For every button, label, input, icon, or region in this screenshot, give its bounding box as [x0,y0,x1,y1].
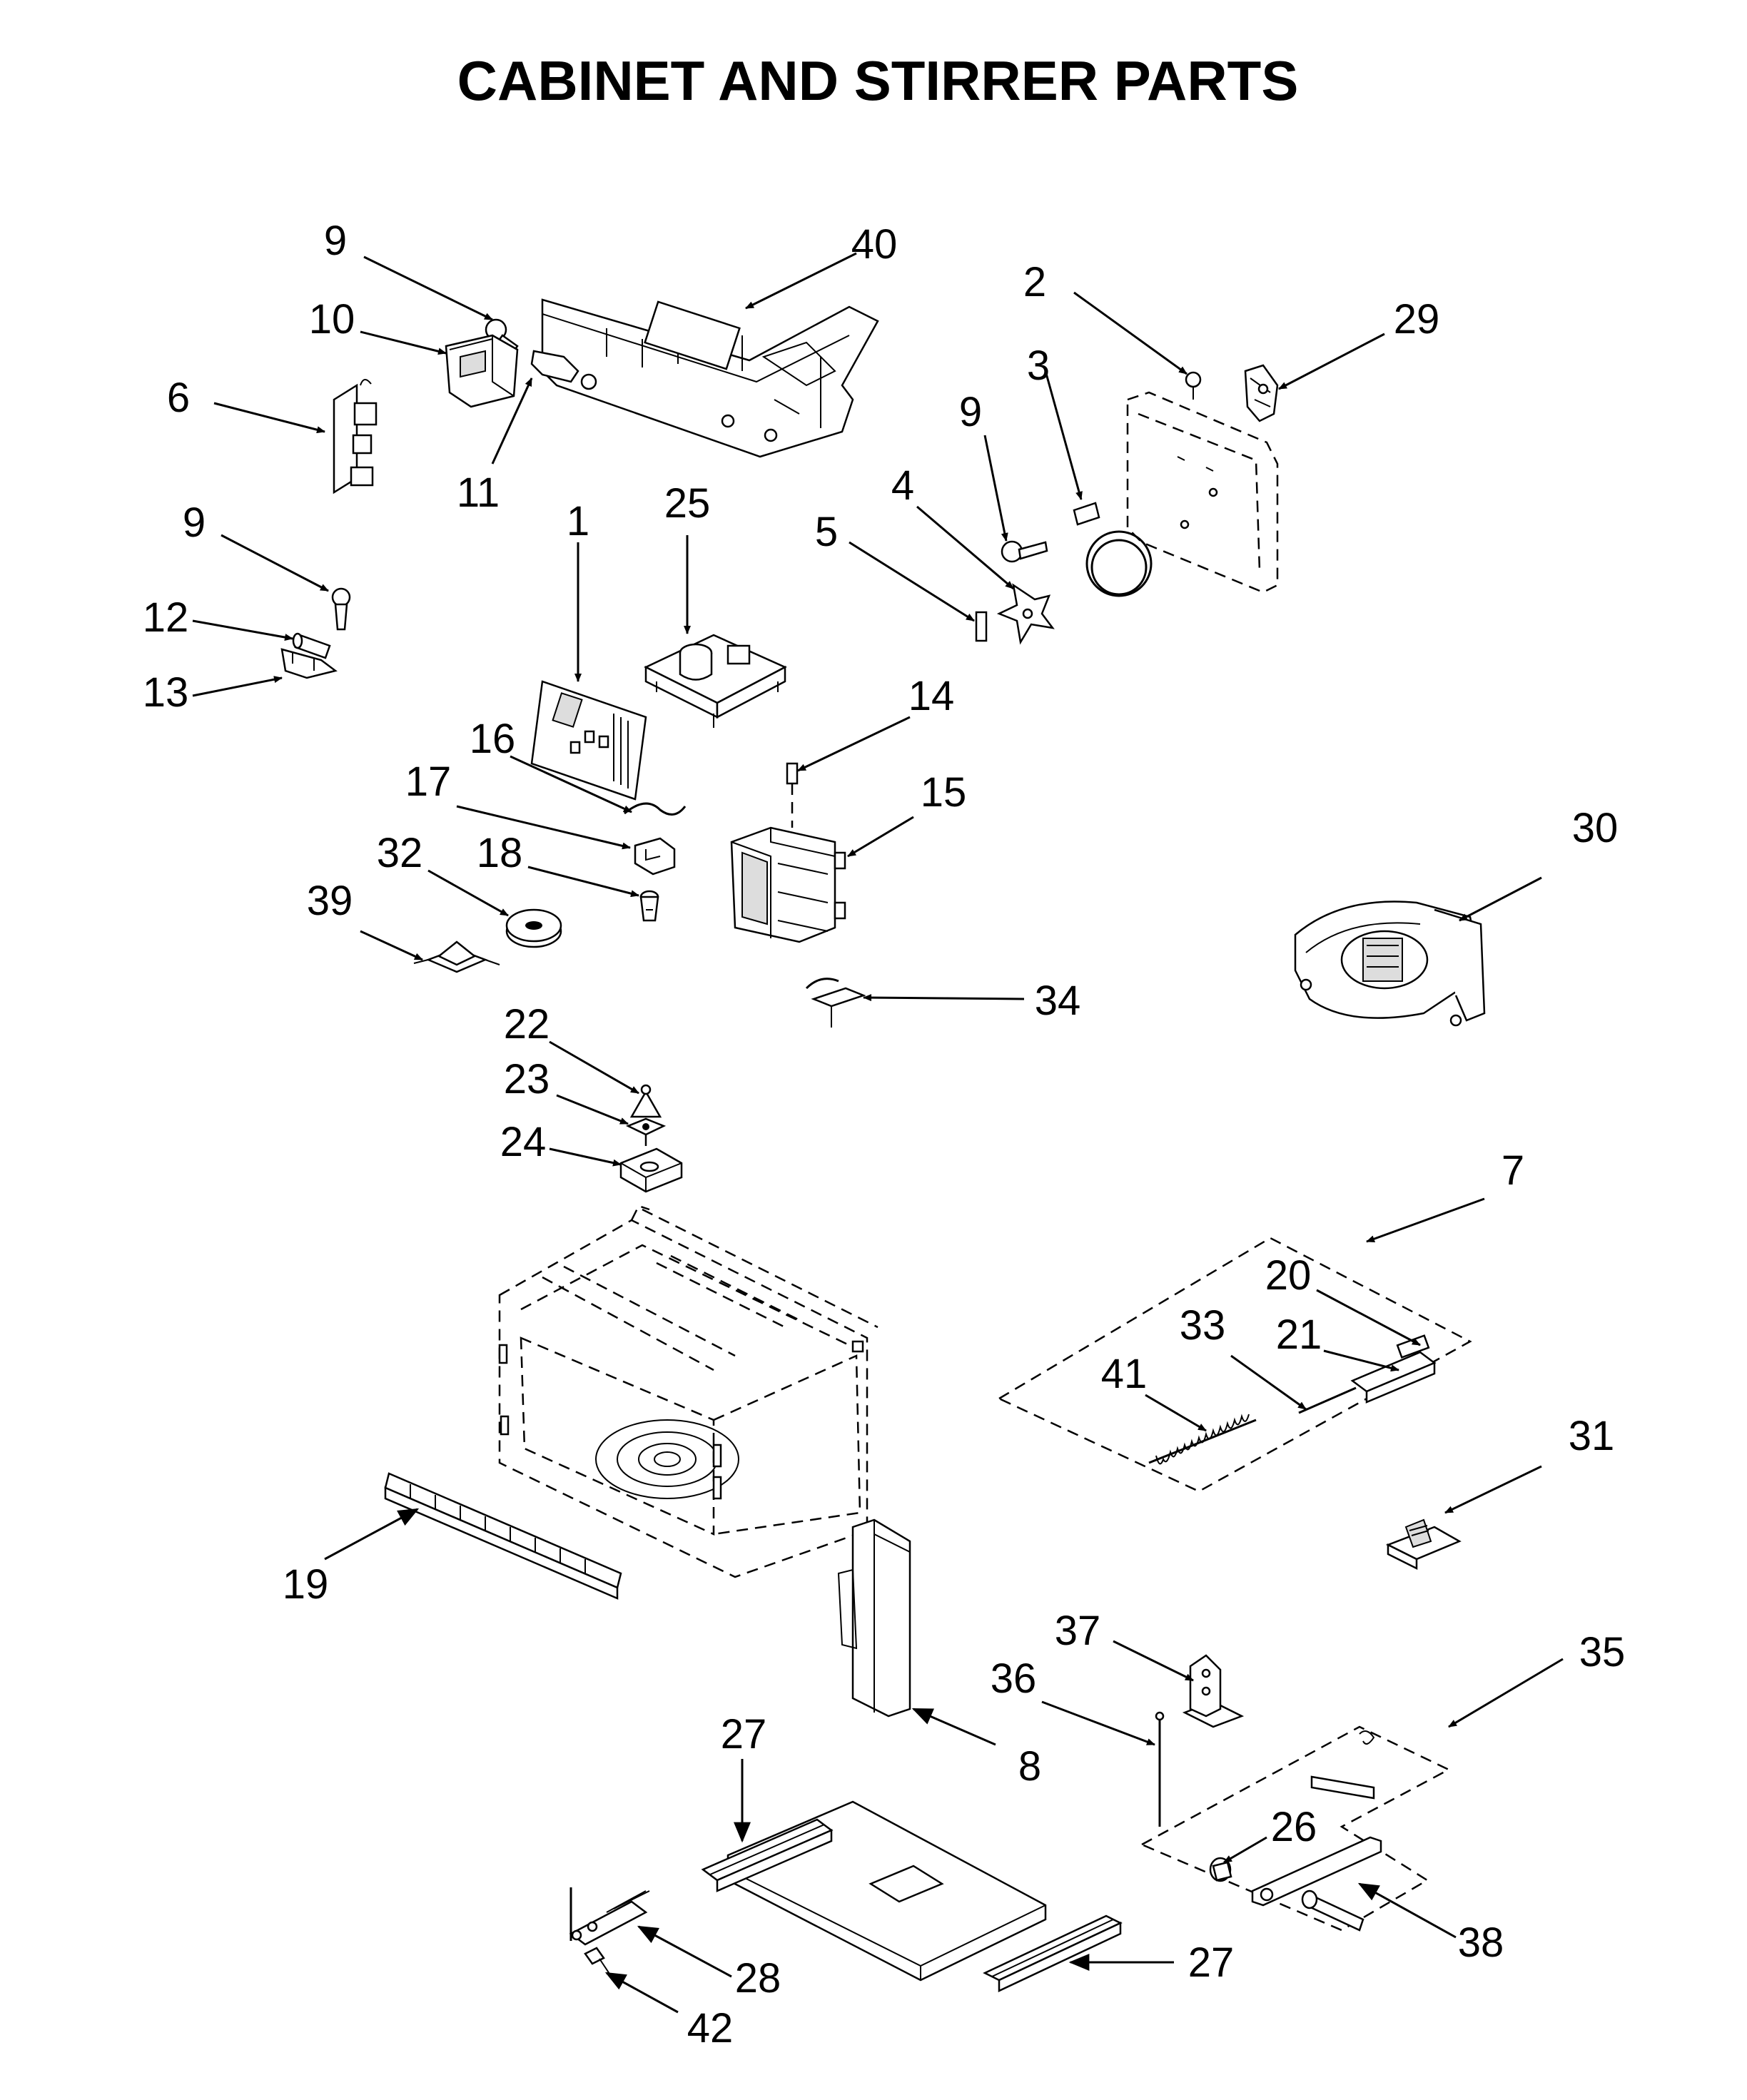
diagram-title: CABINET AND STIRRER PARTS [457,49,1299,112]
callout-15: 15 [921,769,967,816]
part-30-blower [1294,901,1486,1027]
part-13-fuse-clip [280,648,338,679]
callout-14: 14 [908,673,955,719]
callout-9: 9 [324,218,347,264]
callout-33: 33 [1180,1302,1226,1349]
callout-35: 35 [1579,1629,1626,1675]
leader-lines [192,252,1564,2014]
callout-27-top: 27 [721,1711,767,1757]
part-1-control-board [530,680,647,801]
part-3-ring [1073,502,1153,597]
part-9-screw-right [1001,540,1048,563]
part-28-bracket [569,1887,650,1946]
callout-6: 6 [167,375,190,421]
callout-12: 12 [143,594,189,641]
base-plate [726,1800,1047,1982]
callout-20: 20 [1265,1252,1312,1299]
part-36-pin [1155,1711,1165,1827]
callout-29: 29 [1394,296,1440,343]
callout-24: 24 [500,1119,547,1165]
callout-39: 39 [307,878,353,924]
part-33-rod [1298,1386,1357,1414]
part-17-sensor [634,837,676,876]
callout-31: 31 [1569,1413,1615,1459]
callout-5: 5 [815,509,838,555]
callout-21: 21 [1276,1312,1322,1358]
part-15-transformer [730,826,846,943]
callout-17: 17 [405,759,452,805]
part-23-washer [625,1117,667,1136]
callout-30: 30 [1572,805,1619,851]
part-14-wire-tip [786,762,799,828]
part-27-rail-right [983,1914,1123,1992]
callout-22: 22 [504,1001,550,1048]
callout-7: 7 [1502,1147,1524,1194]
part-2-clip [1185,371,1202,400]
callout-26: 26 [1271,1804,1317,1850]
callout-1: 1 [567,498,589,544]
part-34-bracket [805,978,866,1028]
callout-10: 10 [309,296,355,343]
callout-28: 28 [735,1955,781,2002]
callout-41: 41 [1101,1351,1148,1397]
part-6-bracket [333,379,378,494]
callout-13: 13 [143,669,189,716]
callout-9-right: 9 [959,389,982,435]
part-25-power-module [644,634,787,728]
part-41-spring [1148,1414,1257,1465]
part-11-connector [530,350,597,390]
part-12-fuse [292,632,331,659]
part-8-side-panel [837,1518,911,1718]
callout-19: 19 [283,1561,329,1608]
callout-27-bottom: 27 [1188,1939,1235,1986]
part-40-control-bracket [541,298,879,458]
callout-25: 25 [664,480,711,527]
callout-8: 8 [1018,1743,1041,1790]
part-27-rail-left [701,1818,834,1892]
part-10-relay [445,334,519,408]
part-24-bushing-block [619,1135,683,1193]
cabinet [498,1204,878,1578]
callout-3: 3 [1027,343,1050,389]
callout-38: 38 [1458,1919,1504,1966]
part-19-vent-grille [384,1472,622,1600]
part-26-screw [1209,1857,1232,1882]
callout-18: 18 [477,830,523,876]
part-32-ferrite-ring [505,908,562,948]
part-5-shaft [975,611,988,642]
part-4-stirrer-blade [996,583,1055,645]
part-38-bar [1251,1836,1382,1932]
part-18-thermistor [639,890,659,922]
callout-34: 34 [1035,978,1081,1024]
part-31-board [1385,1518,1462,1571]
part-22-stirrer-cap [629,1084,662,1118]
callout-16: 16 [470,716,516,762]
panel-outline [1126,391,1279,594]
callout-36: 36 [991,1655,1037,1702]
callout-37: 37 [1055,1608,1101,1654]
callout-labels: 9 10 6 11 40 2 29 3 9 4 5 9 12 13 1 25 1… [143,218,1626,2051]
part-16-wire [624,802,687,816]
part-7-group [997,1237,1472,1493]
callout-4: 4 [891,462,914,509]
part-29-bracket [1244,364,1279,422]
part-9-screw-left [331,587,351,631]
part-39-thermal-cutoff [413,940,500,973]
callout-40: 40 [851,221,898,268]
callout-23: 23 [504,1056,550,1102]
part-37-bracket [1182,1654,1245,1728]
callout-11: 11 [457,470,500,516]
callout-42: 42 [687,2005,734,2051]
part-35-group [1140,1725,1451,1932]
part-35-rod [1310,1730,1375,1800]
callout-32: 32 [377,830,423,876]
callout-2: 2 [1023,259,1046,305]
callout-9-left: 9 [183,499,206,546]
part-21-latch [1350,1351,1437,1404]
